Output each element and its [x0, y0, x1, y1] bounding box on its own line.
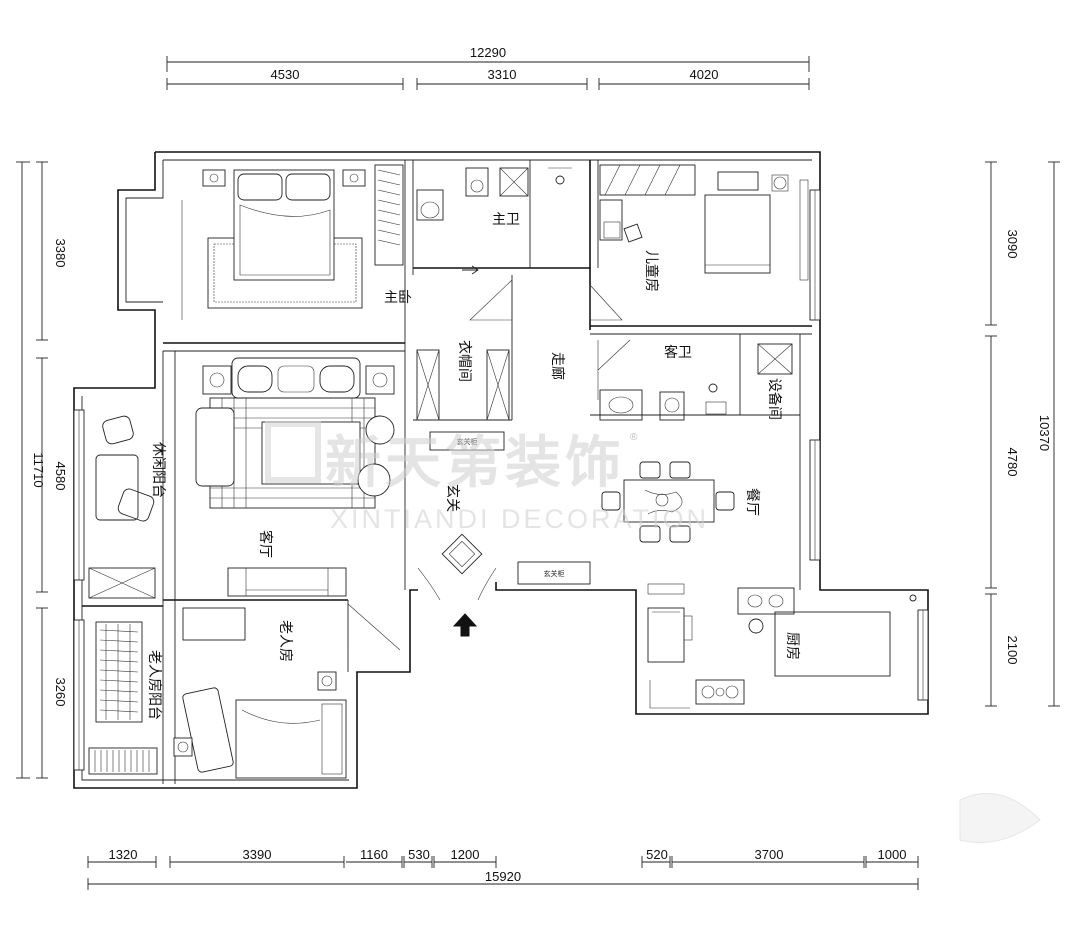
room-label-kitchen: 厨房 [784, 632, 800, 660]
room-label-corridor: 走廊 [549, 352, 566, 380]
dim-right-seg-3: 2100 [1005, 636, 1020, 665]
master-bath-fixtures [416, 167, 572, 275]
dim-bottom-seg-5: 1200 [451, 847, 480, 862]
entry-arrow-icon [452, 613, 478, 637]
watermark-english: XINTIANDI DECORATION [330, 504, 709, 534]
shoe-cabinet-label: 玄关柜 [457, 437, 478, 446]
dimension-top: 12290 4530 3310 4020 [166, 45, 810, 90]
room-label-entrance: 玄关 [444, 484, 461, 512]
dim-bottom-seg-7: 3700 [755, 847, 784, 862]
dimension-bottom: 1320 3390 1160 530 1200 520 3700 1000 15… [87, 847, 919, 890]
dim-right-seg-2: 4780 [1005, 448, 1020, 477]
dim-bottom-seg-2: 3390 [243, 847, 272, 862]
room-label-leisure-balcony: 休闲阳台 [150, 442, 166, 498]
dimension-left: 11710 3380 4580 3260 [16, 161, 68, 779]
kids-room-furniture [599, 164, 809, 281]
dim-bottom-seg-8: 1000 [878, 847, 907, 862]
living-room-furniture [195, 357, 395, 597]
room-label-living-room: 客厅 [257, 530, 274, 558]
dim-left-total: 11710 [31, 452, 46, 487]
dim-bottom-seg-3: 1160 [360, 847, 388, 862]
kitchen-fixtures [647, 583, 917, 709]
elder-room-furniture [173, 603, 401, 779]
room-label-elder-balcony: 老人房阳台 [146, 650, 162, 720]
watermark-chinese: 新天第装饰 [325, 431, 625, 496]
dining-furniture [601, 461, 735, 543]
master-bedroom-furniture [181, 164, 404, 320]
room-label-elder-room: 老人房 [277, 620, 293, 662]
room-label-master-bedroom: 主卧 [384, 290, 412, 306]
closet-corridor: 玄关柜 [416, 279, 623, 451]
watermark: 新天第装饰 ® XINTIANDI DECORATION [265, 421, 709, 534]
dim-top-seg-1: 4530 [271, 67, 300, 82]
dim-left-seg-1: 3380 [53, 239, 68, 268]
dim-right-seg-1: 3090 [1005, 230, 1020, 259]
corner-page-curl-icon [959, 792, 1041, 843]
leisure-balcony-furniture [88, 415, 156, 599]
dim-left-seg-3: 3260 [53, 678, 68, 707]
room-label-dining-room: 餐厅 [744, 488, 760, 516]
room-labels: 主卧 主卫 儿童房 衣帽间 走廊 客卫 设备间 休闲阳台 客厅 玄关 餐厅 老人… [146, 212, 800, 720]
watermark-logo-icon [265, 421, 321, 483]
guest-bath-fixtures [597, 339, 793, 421]
dim-bottom-seg-6: 520 [646, 847, 668, 862]
dimension-right: 10370 3090 4780 2100 [985, 161, 1060, 707]
windows [73, 189, 929, 771]
room-label-master-bath: 主卫 [492, 212, 520, 228]
room-label-closet: 衣帽间 [456, 340, 472, 382]
dim-bottom-seg-4: 530 [408, 847, 430, 862]
dim-top-seg-2: 3310 [488, 67, 517, 82]
shoe-cabinet-label-2: 玄关柜 [544, 569, 565, 578]
dim-bottom-total: 15920 [485, 869, 521, 884]
dim-bottom-seg-1: 1320 [109, 847, 138, 862]
watermark-registered: ® [630, 432, 638, 443]
entrance: 玄关柜 [417, 533, 591, 637]
interior-walls [82, 160, 812, 784]
elder-balcony-wardrobe [88, 621, 158, 775]
room-label-equipment-room: 设备间 [766, 378, 783, 420]
dim-left-seg-2: 4580 [53, 462, 68, 491]
room-label-guest-bath: 客卫 [664, 344, 692, 361]
dim-right-total: 10370 [1037, 415, 1052, 451]
dim-top-seg-3: 4020 [690, 67, 719, 82]
dim-top-total: 12290 [470, 45, 506, 60]
room-label-kids-room: 儿童房 [643, 250, 660, 292]
